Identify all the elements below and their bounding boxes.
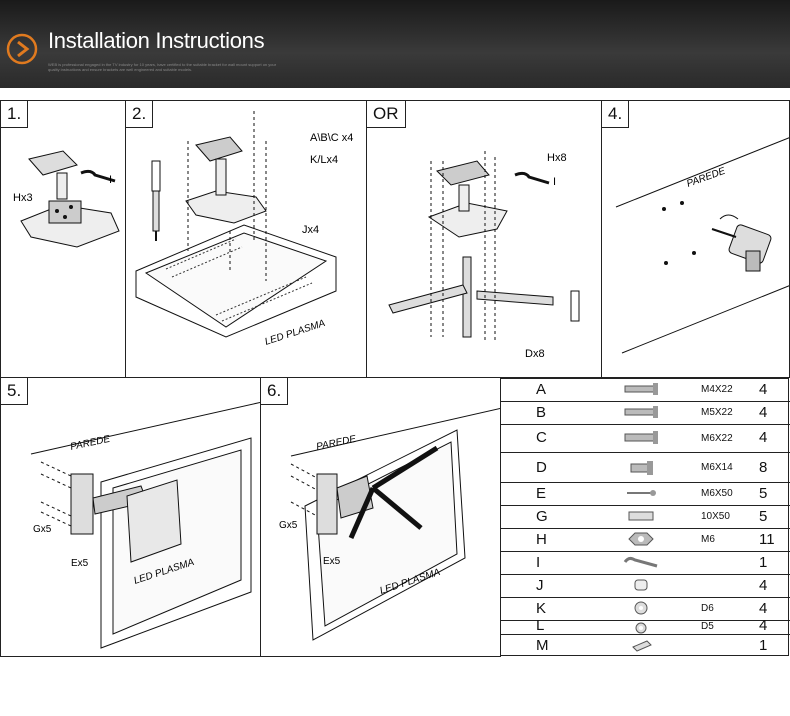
table-row: K D6 4 — [501, 598, 790, 621]
part-letter: C — [536, 429, 547, 446]
part-qty: 11 — [759, 531, 775, 548]
step-6-number: 6. — [261, 378, 289, 405]
step-or-label: OR — [367, 101, 406, 128]
part-qty: 4 — [759, 381, 768, 398]
step-or-diagram: Hx8 I Dx8 — [388, 151, 580, 360]
part-letter: G — [536, 508, 548, 525]
parts-table: A M4X22 4 B M5X22 4 C M6X22 4 D M6X14 8 … — [500, 378, 790, 657]
table-row: D M6X14 8 — [501, 453, 790, 483]
step-1-panel: 1. Hx3 I — [0, 100, 126, 378]
bolt-icon — [630, 461, 653, 475]
part-qty: 1 — [759, 637, 768, 654]
step-5-diagram: PAREDE Gx5 Ex5 LED PLASMA — [30, 401, 260, 649]
step-6-panel: 6. PAREDE Gx5 Ex5 LED PLASMA — [260, 377, 501, 657]
step-4-diagram: PAREDE — [615, 137, 789, 354]
part-letter: L — [536, 617, 545, 634]
step-1-diagram: Hx3 I — [13, 150, 120, 248]
step-or-panel: OR Hx8 I Dx8 — [366, 100, 602, 378]
part-letter: J — [536, 577, 544, 594]
part-size: D6 — [701, 603, 714, 614]
table-row: M 1 — [501, 635, 790, 657]
part-size: M4X22 — [701, 384, 733, 395]
step-4-wall-label: PAREDE — [685, 166, 727, 190]
step-2-diagram: A\B\C x4 K/Lx4 Jx4 LED PLASMA — [135, 111, 353, 348]
step-6-diagram: PAREDE Gx5 Ex5 LED PLASMA — [279, 407, 500, 641]
part-letter: A — [536, 381, 547, 398]
nut-icon — [628, 532, 654, 546]
spacer-icon — [634, 579, 648, 591]
table-row: G 10X50 5 — [501, 506, 790, 529]
step-1-label-h: Hx3 — [13, 192, 33, 204]
part-size: M6X14 — [701, 462, 733, 473]
part-letter: M — [536, 637, 549, 654]
table-row: L D5 4 — [501, 617, 790, 635]
part-letter: B — [536, 404, 547, 421]
part-letter: I — [536, 554, 541, 571]
washer-icon — [635, 622, 647, 634]
part-size: M5X22 — [701, 407, 733, 418]
part-letter: H — [536, 531, 547, 548]
part-qty: 5 — [759, 508, 768, 525]
screw-icon — [624, 383, 658, 395]
step-2-label-j: Jx4 — [302, 224, 319, 236]
chevron-right-icon — [6, 33, 38, 65]
washer-icon — [634, 601, 648, 615]
step-2-label-abc: A\B\C x4 — [310, 132, 353, 144]
part-qty: 4 — [759, 600, 768, 617]
part-size: D5 — [701, 621, 714, 632]
wall-anchor-icon — [628, 511, 654, 521]
step-6-label-e: Ex5 — [323, 556, 341, 567]
part-letter: E — [536, 485, 547, 502]
step-5-label-g: Gx5 — [33, 524, 52, 535]
page-subtitle: WEB is professional engaged in the TV in… — [48, 62, 277, 72]
step-6-wall-label: PAREDE — [315, 434, 357, 453]
table-row: E M6X50 5 — [501, 483, 790, 506]
table-row: H M6 11 — [501, 529, 790, 552]
step-1-number: 1. — [1, 101, 29, 128]
step-or-label-d: Dx8 — [525, 348, 545, 360]
step-or-label-i: I — [553, 176, 556, 188]
step-2-number: 2. — [126, 101, 154, 128]
screw-icon — [624, 431, 658, 444]
part-qty: 8 — [759, 459, 768, 476]
page-title: Installation Instructions — [48, 28, 265, 53]
part-letter: K — [536, 600, 547, 617]
bracket-part-icon — [632, 640, 652, 652]
step-2-tv-label: LED PLASMA — [264, 318, 327, 348]
table-row: A M4X22 4 — [501, 379, 790, 402]
wrench-icon — [623, 556, 658, 568]
part-qty: 5 — [759, 485, 768, 502]
step-5-panel: 5. PAREDE Gx5 Ex5 LED PLASMA — [0, 377, 261, 657]
part-qty: 4 — [759, 429, 768, 446]
screw-icon — [624, 406, 658, 418]
part-letter: D — [536, 459, 547, 476]
part-qty: 1 — [759, 554, 768, 571]
part-qty: 4 — [759, 617, 768, 634]
step-6-label-g: Gx5 — [279, 520, 298, 531]
step-4-panel: 4. PAREDE — [601, 100, 790, 378]
table-row: J 4 — [501, 575, 790, 598]
step-1-label-i: I — [109, 174, 112, 186]
step-5-label-e: Ex5 — [71, 558, 89, 569]
part-size: M6X22 — [701, 433, 733, 444]
step-2-panel: 2. A\B\C x4 K/Lx4 Jx4 LED PLASMA — [125, 100, 367, 378]
table-row: B M5X22 4 — [501, 402, 790, 425]
step-or-label-h: Hx8 — [547, 152, 567, 164]
part-size: 10X50 — [701, 511, 730, 522]
part-qty: 4 — [759, 404, 768, 421]
table-row: C M6X22 4 — [501, 425, 790, 453]
step-4-number: 4. — [602, 101, 630, 128]
part-qty: 4 — [759, 577, 768, 594]
lag-screw-icon — [627, 490, 656, 496]
part-size: M6X50 — [701, 488, 733, 499]
part-size: M6 — [701, 534, 715, 545]
step-5-number: 5. — [1, 378, 29, 405]
table-row: I 1 — [501, 552, 790, 575]
header-bar: Installation Instructions WEB is profess… — [0, 0, 790, 88]
step-2-label-kl: K/Lx4 — [310, 154, 338, 166]
step-5-wall-label: PAREDE — [69, 434, 111, 453]
